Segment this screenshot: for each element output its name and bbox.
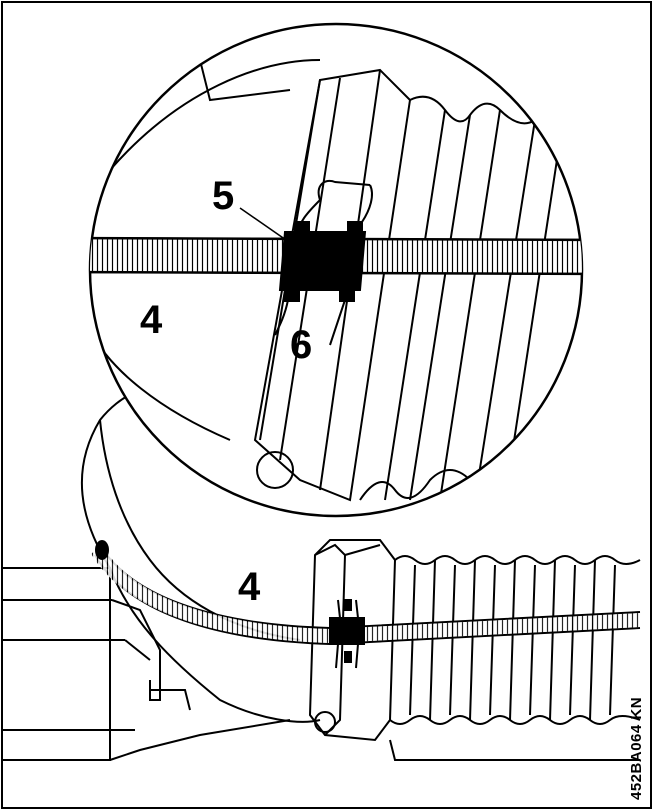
figure-reference-code: 452BA064 KN [628,696,645,800]
leader-line-5 [239,207,313,259]
callout-label-4-detail: 4 [140,298,163,342]
callout-label-6: 6 [290,323,313,367]
detail-view [88,22,584,518]
main-view [2,389,641,761]
callout-label-5: 5 [212,174,235,218]
callout-label-4-main: 4 [238,565,261,609]
